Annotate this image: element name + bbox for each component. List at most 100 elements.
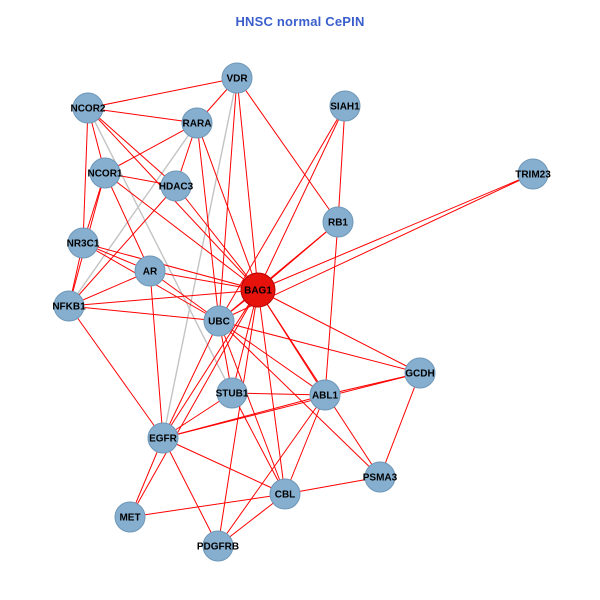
node-circle <box>134 255 166 287</box>
node-trim23: TRIM23 <box>515 158 551 190</box>
node-met: MET <box>114 501 146 533</box>
node-circle <box>202 530 234 562</box>
edge-egfr-pdgfrb <box>162 437 219 547</box>
node-label-vdr: VDR <box>226 74 248 85</box>
edge-rb1-ubc <box>218 221 339 322</box>
edge-gcdh-ubc <box>218 320 421 374</box>
node-label-pdgfrb: PDGFRB <box>197 542 239 553</box>
node-circle <box>160 170 192 202</box>
edge-vdr-ncor2 <box>87 77 238 109</box>
node-label-hdac3: HDAC3 <box>159 182 194 193</box>
edge-vdr-rb1 <box>236 77 339 223</box>
edge-gcdh-psma3 <box>379 372 421 478</box>
node-circle <box>67 227 99 259</box>
node-circle <box>517 158 549 190</box>
edge-bag1-siah1 <box>257 105 346 291</box>
node-rb1: RB1 <box>322 206 354 238</box>
node-label-psma3: PSMA3 <box>363 473 398 484</box>
node-vdr: VDR <box>221 62 253 94</box>
edge-bag1-nr3c1 <box>82 242 259 291</box>
node-circle <box>322 206 354 238</box>
edge-ar-egfr <box>149 270 164 439</box>
edge-bag1-nfkb1 <box>68 289 259 307</box>
edge-bag1-vdr <box>236 77 259 291</box>
edge-psma3-ubc <box>218 320 381 478</box>
edge-abl1-ubc <box>218 320 326 396</box>
node-label-cbl: CBL <box>275 490 296 501</box>
edge-nfkb1-egfr <box>68 305 164 439</box>
node-label-ar: AR <box>143 267 158 278</box>
edge-egfr-ubc <box>162 320 220 439</box>
node-label-ncor1: NCOR1 <box>87 169 122 180</box>
node-circle <box>181 107 213 139</box>
node-abl1: ABL1 <box>309 379 341 411</box>
edge-abl1-pdgfrb <box>217 394 326 547</box>
edge-rara-ncor2 <box>87 107 198 124</box>
node-circle <box>72 92 104 124</box>
edge-stub1-abl1 <box>231 392 326 396</box>
edge-bag1-ncor1 <box>104 172 259 291</box>
edge-vdr-egfr <box>162 77 238 439</box>
node-label-egfr: EGFR <box>149 434 178 445</box>
node-circle <box>114 501 146 533</box>
edge-bag1-met <box>129 289 259 518</box>
node-circle <box>216 377 248 409</box>
node-nr3c1: NR3C1 <box>67 227 100 259</box>
node-label-nr3c1: NR3C1 <box>67 239 100 250</box>
edge-siah1-ubc <box>218 105 346 322</box>
node-stub1: STUB1 <box>216 377 249 409</box>
edge-ncor1-ar <box>104 172 151 272</box>
node-pdgfrb: PDGFRB <box>197 530 239 562</box>
plot-title: HNSC normal CePIN <box>235 14 365 29</box>
node-circle <box>221 62 253 94</box>
node-circle <box>147 422 179 454</box>
edge-egfr-cbl <box>162 437 286 495</box>
highlight-node-circle <box>240 272 276 308</box>
node-bag1: BAG1 <box>240 272 276 308</box>
node-cbl: CBL <box>269 478 301 510</box>
edge-rara-ubc <box>196 122 220 322</box>
edge-ncor2-nr3c1 <box>82 107 89 244</box>
node-psma3: PSMA3 <box>363 461 398 493</box>
node-circle <box>309 379 341 411</box>
node-label-nfkb1: NFKB1 <box>52 302 86 313</box>
edge-rara-ncor1 <box>104 122 198 174</box>
node-circle <box>329 90 361 122</box>
edge-cbl-met <box>129 493 286 518</box>
node-circle <box>89 157 121 189</box>
node-label-abl1: ABL1 <box>312 391 339 402</box>
node-circle <box>269 478 301 510</box>
node-circle <box>53 290 85 322</box>
edge-abl1-egfr <box>162 394 326 439</box>
node-ar: AR <box>134 255 166 287</box>
edge-hdac3-nfkb1 <box>68 185 177 307</box>
node-siah1: SIAH1 <box>329 90 361 122</box>
edge-bag1-gcdh <box>257 289 421 374</box>
node-ubc: UBC <box>203 305 235 337</box>
node-gcdh: GCDH <box>404 357 436 389</box>
node-label-ncor2: NCOR2 <box>70 104 105 115</box>
edge-bag1-stub1 <box>231 289 259 394</box>
node-label-ubc: UBC <box>208 317 230 328</box>
edge-ncor2-hdac3 <box>87 107 177 187</box>
node-ncor1: NCOR1 <box>87 157 123 189</box>
edge-abl1-cbl <box>284 394 326 495</box>
edge-nfkb1-ubc <box>68 305 220 322</box>
node-ncor2: NCOR2 <box>70 92 106 124</box>
edge-bag1-egfr <box>162 289 259 439</box>
edge-vdr-ubc <box>218 77 238 322</box>
node-nfkb1: NFKB1 <box>52 290 86 322</box>
node-label-siah1: SIAH1 <box>330 102 360 113</box>
node-hdac3: HDAC3 <box>159 170 194 202</box>
node-circle <box>404 357 436 389</box>
node-label-rara: RARA <box>183 119 212 130</box>
edge-rara-nfkb1 <box>68 122 198 307</box>
node-label-trim23: TRIM23 <box>515 170 551 181</box>
node-label-rb1: RB1 <box>328 218 348 229</box>
node-egfr: EGFR <box>147 422 179 454</box>
node-label-bag1: BAG1 <box>244 286 272 297</box>
node-label-gcdh: GCDH <box>405 369 434 380</box>
node-circle <box>364 461 396 493</box>
edge-cbl-ubc <box>218 320 286 495</box>
